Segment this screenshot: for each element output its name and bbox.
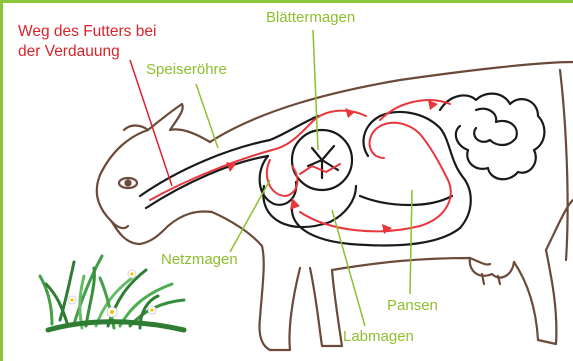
stomach-outlines	[140, 94, 544, 246]
label-labmagen: Labmagen	[343, 327, 414, 347]
leader-netz	[230, 180, 270, 252]
label-netzmagen: Netzmagen	[161, 250, 238, 270]
label-pansen: Pansen	[387, 296, 438, 316]
label-food-path: Weg des Futters bei der Verdauung	[18, 22, 178, 62]
label-speiseroehre: Speiseröhre	[146, 60, 227, 80]
cow-outline-icon	[97, 62, 573, 350]
label-blaettermagen: Blättermagen	[266, 8, 355, 28]
leader-speise	[196, 84, 218, 148]
